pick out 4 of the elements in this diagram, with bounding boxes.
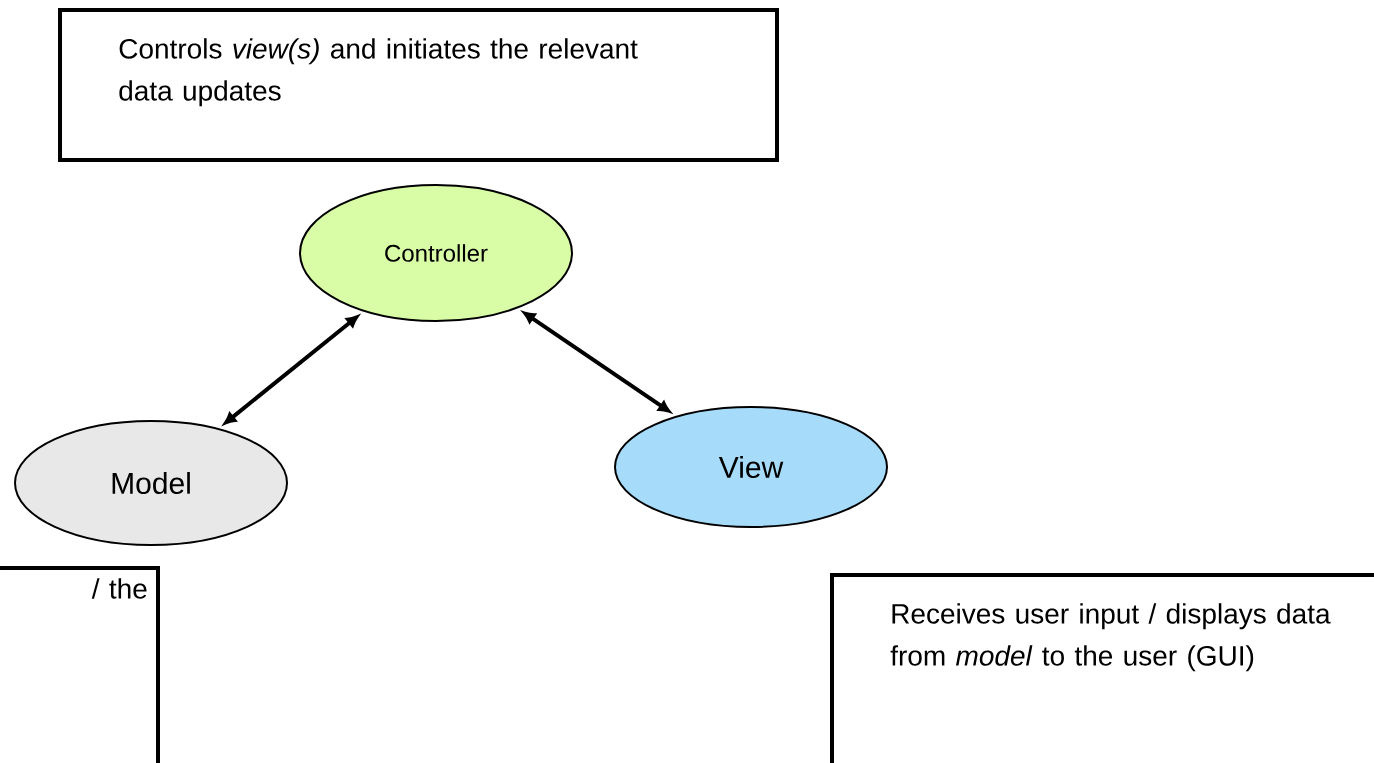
text-box: / the (0, 566, 160, 763)
text-box: Controls view(s) and initiates the relevant data updates (58, 8, 779, 162)
arrow (224, 315, 359, 425)
text-box: Receives user input / displays data from model to the user (GUI) (830, 573, 1374, 763)
